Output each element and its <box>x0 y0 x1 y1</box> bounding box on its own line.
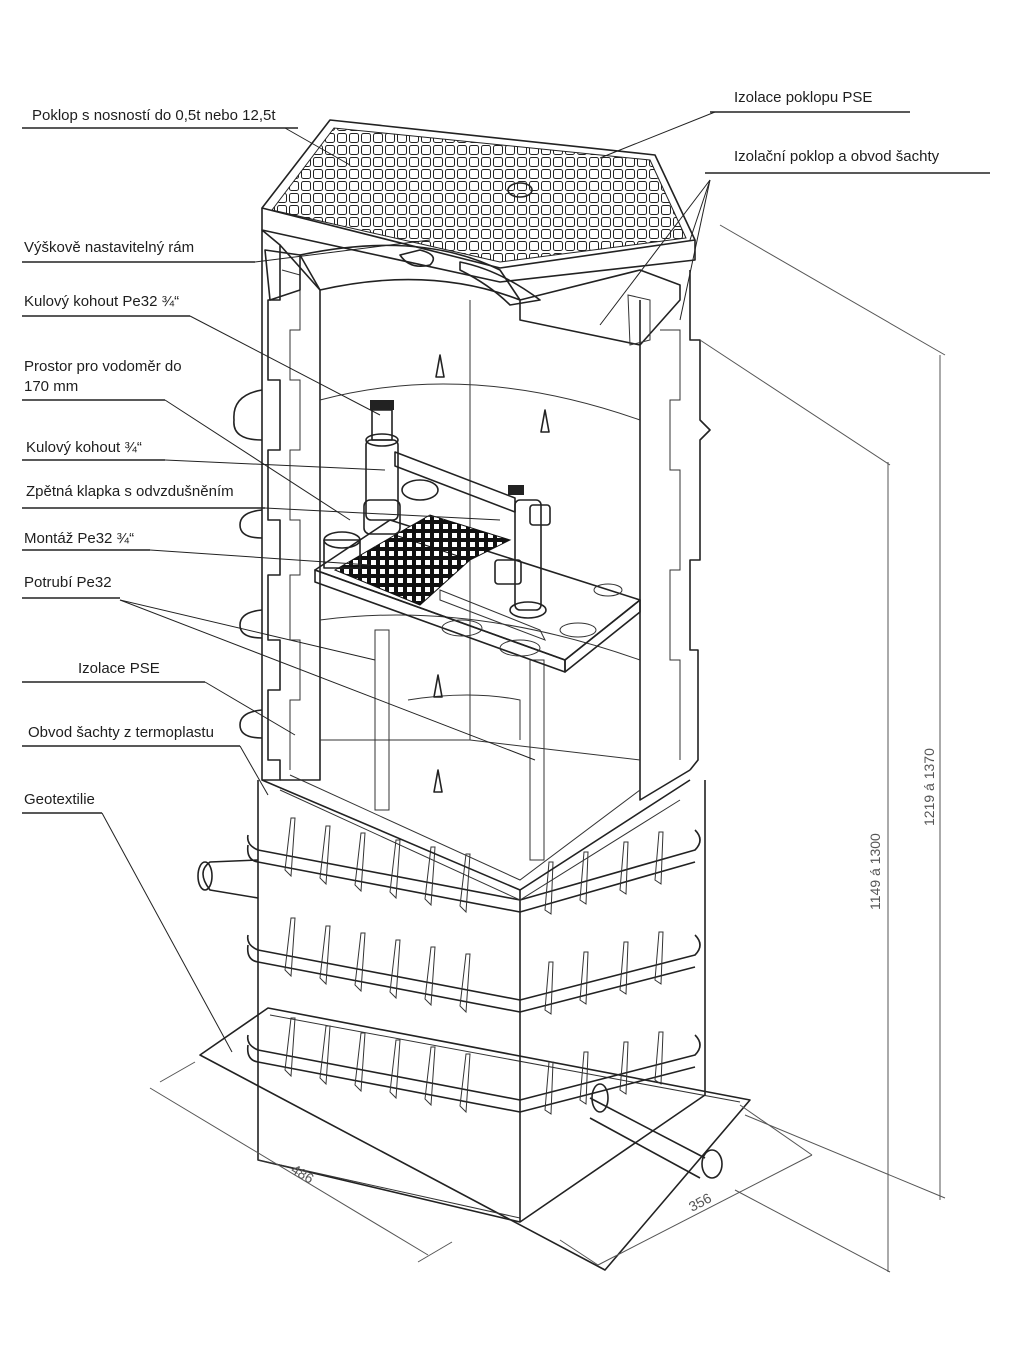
fittings <box>323 400 551 619</box>
label-ram: Výškově nastavitelný rám <box>24 239 195 256</box>
meter-tray <box>314 514 641 673</box>
label-izolace-pse: Izolace PSE <box>78 660 160 677</box>
lid <box>261 119 696 283</box>
label-kohout-pe32: Kulový kohout Pe32 ¾“ <box>24 293 180 310</box>
shaft-upper-walls <box>233 229 711 901</box>
adjustable-frame <box>264 244 681 346</box>
label-potrubi: Potrubí Pe32 <box>24 574 112 591</box>
label-izolace-poklopu: Izolace poklopu PSE <box>734 89 873 106</box>
geotextile-base <box>199 1007 751 1271</box>
leader-lines <box>22 111 990 1053</box>
label-klapka: Zpětná klapka s odvzdušněním <box>26 483 234 500</box>
label-prostor-line2: 170 mm <box>24 378 79 395</box>
shaft-lower-body <box>246 780 706 1223</box>
label-obvod: Obvod šachty z termoplastu <box>28 724 214 741</box>
label-kohout: Kulový kohout ¾“ <box>26 439 142 456</box>
pipe-right <box>589 1083 723 1179</box>
dimension-height-inner: 1149 á 1300 <box>867 833 883 910</box>
label-prostor-line1: Prostor pro vodoměr do <box>24 358 182 375</box>
label-geotextilie: Geotextilie <box>24 791 95 808</box>
label-poklop: Poklop s nosností do 0,5t nebo 12,5t <box>32 107 276 124</box>
dimension-height-outer: 1219 á 1370 <box>921 748 937 826</box>
label-izolacni-poklop: Izolační poklop a obvod šachty <box>734 148 940 165</box>
dimension-depth: 356 <box>686 1189 714 1214</box>
dimension-width: 486 <box>288 1161 316 1187</box>
pipe-left <box>197 859 259 899</box>
label-montaz: Montáž Pe32 ¾“ <box>24 530 135 547</box>
dimension-lines <box>149 224 946 1273</box>
